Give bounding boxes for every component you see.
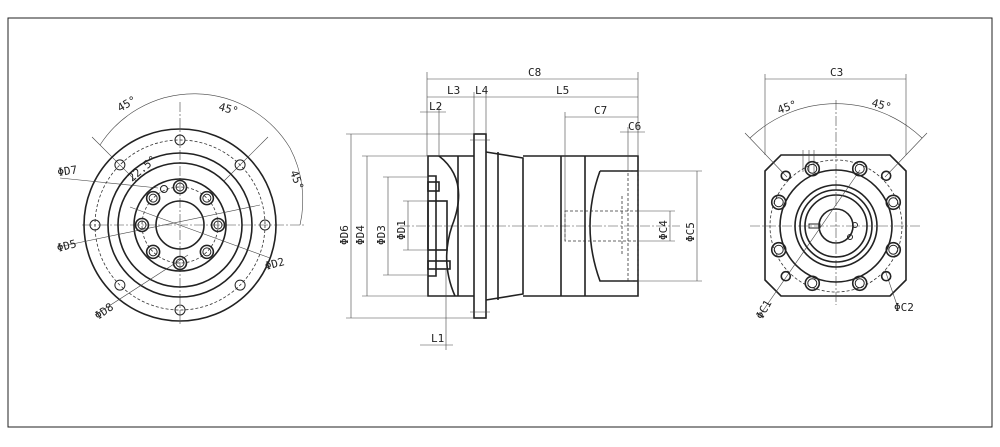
rear-view: C3 45° 45° ΦC1 ΦC2 <box>744 66 928 322</box>
dimension-label: ΦC1 <box>753 298 774 322</box>
motor-bolt-hole <box>851 160 868 177</box>
threaded-hole <box>210 217 226 233</box>
mounting-hole <box>234 159 246 171</box>
dimension-label: L2 <box>429 100 442 113</box>
mounting-hole <box>114 279 126 291</box>
dimension-label: ΦD4 <box>354 225 367 245</box>
corner-hole <box>880 270 892 282</box>
angle-label: 45° <box>776 98 799 117</box>
threaded-hole <box>172 179 188 195</box>
mounting-hole <box>114 159 126 171</box>
dimension-label: ΦD6 <box>338 225 351 245</box>
dimension-label: C7 <box>594 104 607 117</box>
dimension-label: ΦD3 <box>375 225 388 245</box>
corner-hole <box>780 170 792 182</box>
corner-hole <box>780 270 792 282</box>
threaded-hole <box>134 217 150 233</box>
dimension-label: ΦD5 <box>55 237 78 255</box>
motor-bolt-hole <box>885 194 902 211</box>
corner-hole <box>880 170 892 182</box>
angle-label: 45° <box>287 169 306 192</box>
dimension-label: ΦC5 <box>684 222 697 242</box>
threaded-hole <box>145 190 161 206</box>
angle-label: 45° <box>115 93 139 114</box>
dimension-label: C8 <box>528 66 541 79</box>
dimension-label: ΦD1 <box>395 220 408 240</box>
mounting-hole <box>174 134 186 146</box>
angle-label: 45° <box>870 96 893 114</box>
dimension-label: ΦD2 <box>263 255 286 273</box>
dimension-label: L1 <box>431 332 444 345</box>
dimension-label: L5 <box>556 84 569 97</box>
mounting-hole <box>174 304 186 316</box>
motor-bolt-hole <box>885 241 902 258</box>
motor-bolt-hole <box>770 241 787 258</box>
threaded-hole <box>145 244 161 260</box>
angle-label: 45° <box>217 100 240 118</box>
dimension-label: C6 <box>628 120 641 133</box>
dimension-label: L3 <box>447 84 460 97</box>
front-view: 45° 45° 45° 22.5° ΦD7 ΦD5 ΦD2 ΦD8 <box>55 93 306 325</box>
threaded-hole <box>172 255 188 271</box>
dimension-label: L4 <box>475 84 489 97</box>
motor-bolt-hole <box>770 194 787 211</box>
drawing-frame <box>7 17 993 428</box>
threaded-hole <box>199 190 215 206</box>
side-view: C8 L3 L4 L5 L2 C7 C6 ΦD6 ΦD4 ΦD3 ΦD1 ΦC4… <box>338 66 702 350</box>
mounting-hole <box>89 219 101 231</box>
dimension-label: C3 <box>830 66 843 79</box>
dimension-label: ΦC2 <box>894 301 914 314</box>
threaded-hole <box>199 244 215 260</box>
motor-bolt-hole <box>851 275 868 292</box>
dimension-label: ΦD7 <box>57 163 78 179</box>
motor-bolt-hole <box>804 275 821 292</box>
motor-bolt-hole <box>804 160 821 177</box>
mounting-hole <box>234 279 246 291</box>
mounting-hole <box>259 219 271 231</box>
dimension-label: ΦC4 <box>657 220 670 240</box>
